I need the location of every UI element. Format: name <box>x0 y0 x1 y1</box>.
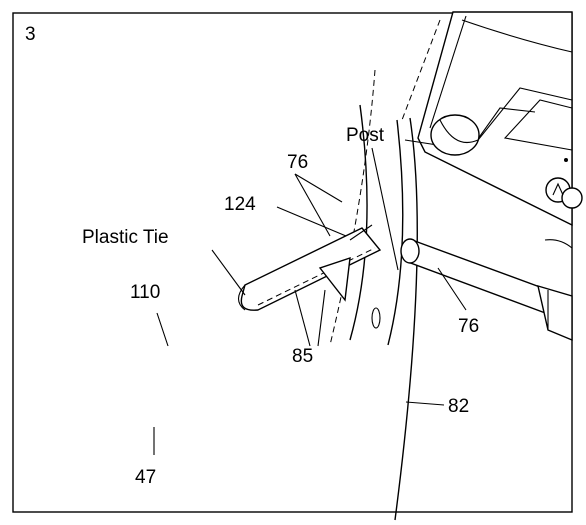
callout-76-upper: 76 <box>287 152 308 173</box>
leader-85-a <box>295 290 310 346</box>
callout-110: 110 <box>130 282 160 303</box>
leader-85-b <box>318 290 325 346</box>
callout-124: 124 <box>224 194 256 215</box>
leader-82 <box>406 402 444 405</box>
leader-76-a <box>295 174 342 202</box>
callout-82: 82 <box>448 396 469 417</box>
callout-76-lower: 76 <box>458 316 479 337</box>
leader-lines <box>154 148 466 455</box>
right-handlebar <box>401 239 572 340</box>
console-button-2 <box>562 188 582 208</box>
console <box>402 12 582 248</box>
step-number: 3 <box>25 24 36 45</box>
console-indicator-dot <box>564 158 568 162</box>
left-handle <box>239 225 381 310</box>
callout-post: Post <box>346 125 385 146</box>
callout-47: 47 <box>135 467 156 488</box>
callout-85: 85 <box>292 346 313 367</box>
leader-124 <box>277 207 346 236</box>
console-knob <box>431 115 479 155</box>
leader-plastic-tie <box>212 250 245 295</box>
post-hole <box>372 308 380 328</box>
callout-plastic-tie: Plastic Tie <box>82 227 169 248</box>
leader-110 <box>157 313 168 346</box>
